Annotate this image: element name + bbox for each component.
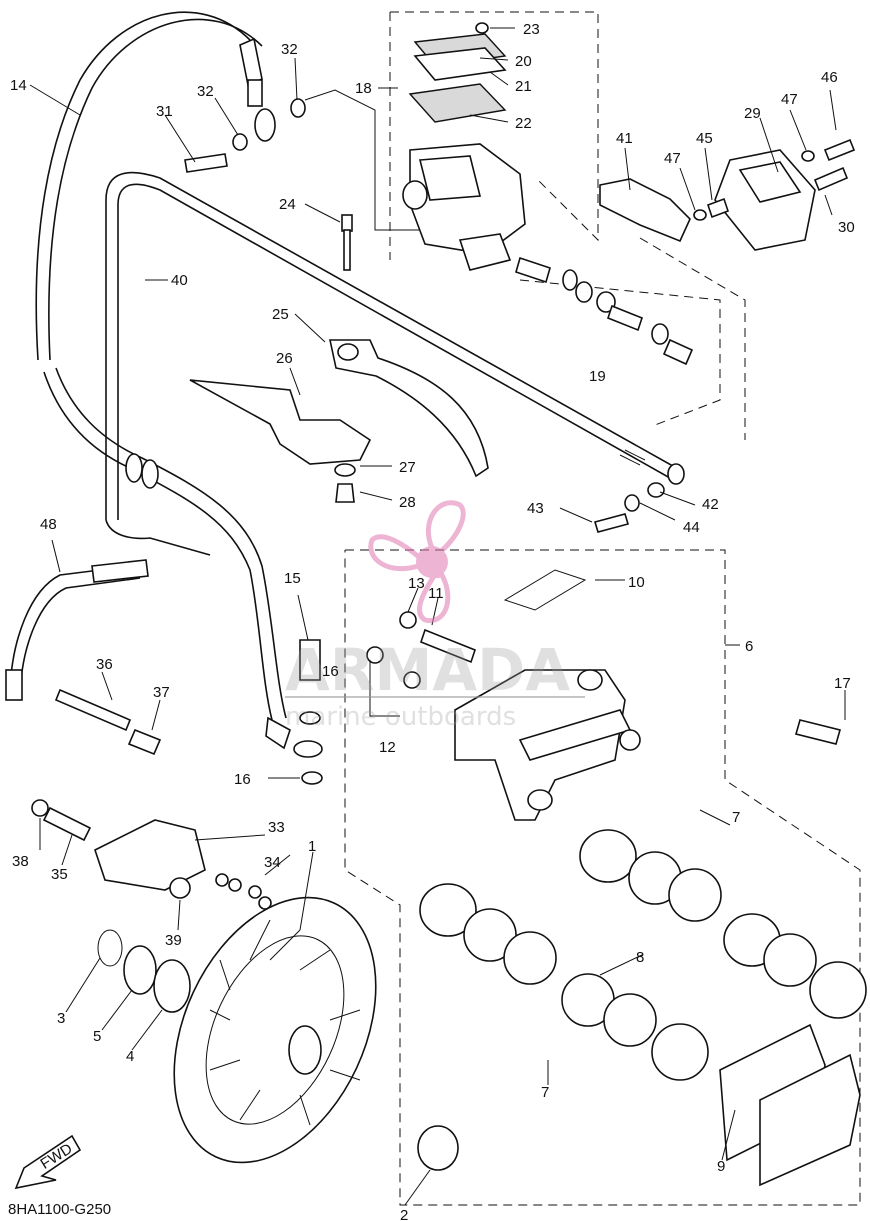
armada-watermark: ARMADA marine outboards (285, 500, 585, 732)
callout: 29 (744, 105, 761, 122)
callout: 14 (10, 77, 27, 94)
callout: 43 (527, 500, 544, 517)
callout: 48 (40, 516, 57, 533)
disc-collar-2 (417, 1125, 459, 1171)
callout: 7 (541, 1084, 549, 1101)
caliper-bolts (299, 569, 841, 785)
callout: 9 (717, 1158, 725, 1175)
callout: 32 (281, 41, 298, 58)
callout: 20 (515, 53, 532, 70)
callout: 3 (57, 1010, 65, 1027)
rings-3-4-5 (97, 929, 191, 1013)
callout: 32 (197, 83, 214, 100)
callout: 24 (279, 196, 296, 213)
callout: 31 (156, 103, 173, 120)
watermark-brand: ARMADA (285, 636, 570, 704)
callout: 4 (126, 1048, 134, 1065)
callout: 2 (400, 1207, 408, 1221)
callout: 15 (284, 570, 301, 587)
lever-41 (599, 178, 691, 243)
parking-bracket-26 (189, 379, 372, 503)
caliper-pistons (419, 829, 867, 1081)
callout: 41 (616, 130, 633, 147)
watermark-logo-blade-1 (425, 500, 466, 555)
cable-48 (5, 559, 149, 701)
callout: 40 (171, 272, 188, 289)
brake-caliper (454, 669, 641, 821)
callout: 19 (589, 368, 606, 385)
hose-upper-fitting (239, 37, 276, 142)
callout: 23 (523, 21, 540, 38)
callout: 13 (408, 575, 425, 592)
cable-40 (105, 171, 685, 556)
callout-labels: 1 2 3 4 5 6 7 7 8 9 10 11 12 13 14 15 16… (10, 21, 855, 1221)
master-cylinder (402, 143, 526, 271)
callout: 38 (12, 853, 29, 870)
bolt-24 (341, 214, 353, 271)
callout: 8 (636, 949, 644, 966)
callout: 39 (165, 932, 182, 949)
callout: 42 (702, 496, 719, 513)
hose-14-lower (43, 367, 323, 758)
callout: 37 (153, 684, 170, 701)
callout: 6 (745, 638, 753, 655)
bracket-29 (714, 149, 816, 251)
diagram-code: 8HA1100-G250 (8, 1201, 111, 1218)
callout: 21 (515, 78, 532, 95)
callout: 1 (308, 838, 316, 855)
leader-lines (29, 27, 846, 1206)
callout: 5 (93, 1028, 101, 1045)
brake-disc (173, 896, 377, 1164)
callout: 46 (821, 69, 838, 86)
piston-kit-19 (515, 256, 694, 366)
callout: 25 (272, 306, 289, 323)
callout: 47 (664, 150, 681, 167)
callout: 27 (399, 459, 416, 476)
brake-lever (329, 339, 489, 478)
small-bolts-upper-right (693, 138, 856, 221)
callout: 35 (51, 866, 68, 883)
callout: 45 (696, 130, 713, 147)
callout: 10 (628, 574, 645, 591)
callout: 16 (322, 663, 339, 680)
callout: 17 (834, 675, 851, 692)
callout: 16 (234, 771, 251, 788)
callout: 11 (428, 585, 444, 602)
callout: 30 (838, 219, 855, 236)
callout: 7 (732, 809, 740, 826)
callout: 28 (399, 494, 416, 511)
callout: 34 (264, 854, 281, 871)
group-outlines (344, 11, 861, 1206)
brake-pads (719, 1023, 861, 1187)
fwd-direction-badge: FWD (14, 1134, 82, 1190)
callout: 22 (515, 115, 532, 132)
callout: 47 (781, 91, 798, 108)
callout: 26 (276, 350, 293, 367)
small-parts-42-44 (593, 482, 665, 533)
bolts-31-32 (184, 98, 306, 173)
watermark-logo-blade-3 (417, 572, 451, 624)
watermark-logo-blade-2 (368, 534, 423, 572)
hose-14 (35, 11, 263, 361)
parking-caliper-bracket (31, 688, 272, 910)
callout: 12 (379, 739, 396, 756)
callout: 44 (683, 519, 700, 536)
callout: 18 (355, 80, 372, 97)
callout: 33 (268, 819, 285, 836)
watermark-tagline: marine outboards (285, 702, 516, 732)
callout: 36 (96, 656, 113, 673)
